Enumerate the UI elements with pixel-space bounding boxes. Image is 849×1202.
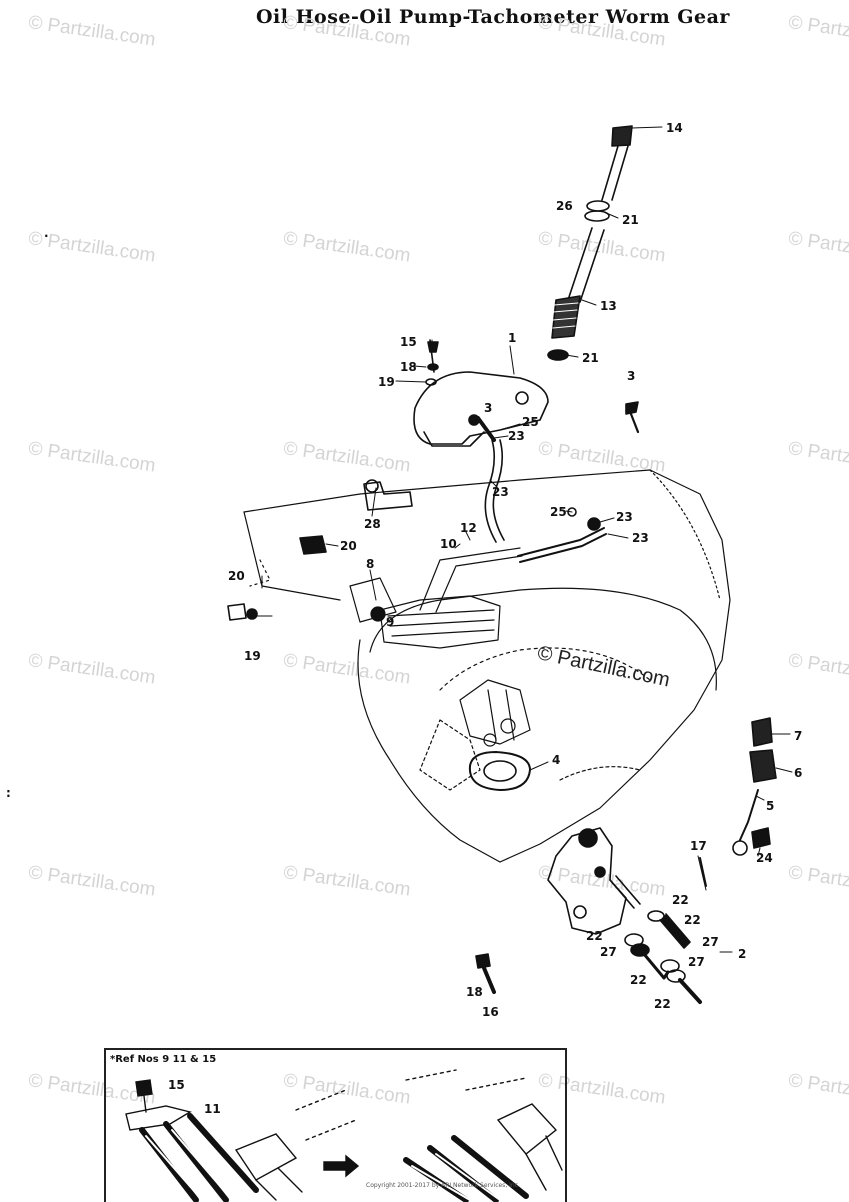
callout-13: 13 — [600, 299, 617, 313]
inset-reference-note: *Ref Nos 9 11 & 15 — [110, 1054, 217, 1065]
callout-27: 27 — [702, 935, 719, 949]
banjo-bolts-washers — [624, 910, 702, 1004]
stray-mark: . — [44, 226, 49, 240]
callout-1: 1 — [508, 331, 516, 345]
tachometer-cable-assembly — [547, 125, 633, 361]
callout-19: 19 — [244, 649, 261, 663]
callout-5: 5 — [766, 799, 774, 813]
callout-2: 2 — [738, 947, 746, 961]
callout-7: 7 — [794, 729, 802, 743]
callout-15: 15 — [400, 335, 417, 349]
callout-23: 23 — [632, 531, 649, 545]
callout-22: 22 — [586, 929, 603, 943]
callout-16: 16 — [482, 1005, 499, 1019]
callout-25: 25 — [522, 415, 539, 429]
left-fittings — [227, 479, 413, 621]
bolt-3 — [625, 401, 640, 434]
oil-pump — [547, 827, 707, 935]
inset-label-15: 15 — [168, 1078, 185, 1092]
callout-4: 4 — [552, 753, 560, 767]
callout-20: 20 — [228, 569, 245, 583]
callout-14: 14 — [666, 121, 683, 135]
callout-18: 18 — [466, 985, 483, 999]
oil-pump-cover — [413, 339, 549, 447]
callout-3: 3 — [627, 369, 635, 383]
callout-22: 22 — [654, 997, 671, 1011]
callout-9: 9 — [386, 615, 394, 629]
callout-8: 8 — [366, 557, 374, 571]
oil-hose — [484, 439, 607, 563]
callout-17: 17 — [690, 839, 707, 853]
callout-10: 10 — [440, 537, 457, 551]
callout-labels: 14 26 21 13 21 15 1 18 19 3 3 25 23 23 2… — [228, 121, 802, 1019]
callout-20: 20 — [340, 539, 357, 553]
callout-23: 23 — [492, 485, 509, 499]
bolt-18 — [475, 953, 496, 994]
inset-detail: *Ref Nos 9 11 & 15 15 11 Copyright 2001-… — [104, 1048, 567, 1202]
callout-24: 24 — [756, 851, 773, 865]
page-title: Oil Hose-Oil Pump-Tachometer Worm Gear — [256, 6, 730, 28]
callout-21: 21 — [622, 213, 639, 227]
callout-18: 18 — [400, 360, 417, 374]
callout-23: 23 — [508, 429, 525, 443]
callout-22: 22 — [630, 973, 647, 987]
stray-mark: : — [6, 786, 11, 800]
inset-label-11: 11 — [204, 1102, 221, 1116]
callout-23: 23 — [616, 510, 633, 524]
callout-27: 27 — [688, 955, 705, 969]
callout-22: 22 — [684, 913, 701, 927]
callout-19: 19 — [378, 375, 395, 389]
callout-21: 21 — [582, 351, 599, 365]
copyright-note: Copyright 2001-2017 by ARI Network Servi… — [366, 1182, 520, 1189]
callout-28: 28 — [364, 517, 381, 531]
leader-lines — [249, 126, 793, 953]
callout-26: 26 — [556, 199, 573, 213]
inset-drawing — [125, 1069, 563, 1202]
callout-12: 12 — [460, 521, 477, 535]
callout-25: 25 — [550, 505, 567, 519]
callout-27: 27 — [600, 945, 617, 959]
callout-3: 3 — [484, 401, 492, 415]
tachometer-gear-parts — [732, 717, 777, 856]
callout-6: 6 — [794, 766, 802, 780]
callout-22: 22 — [672, 893, 689, 907]
